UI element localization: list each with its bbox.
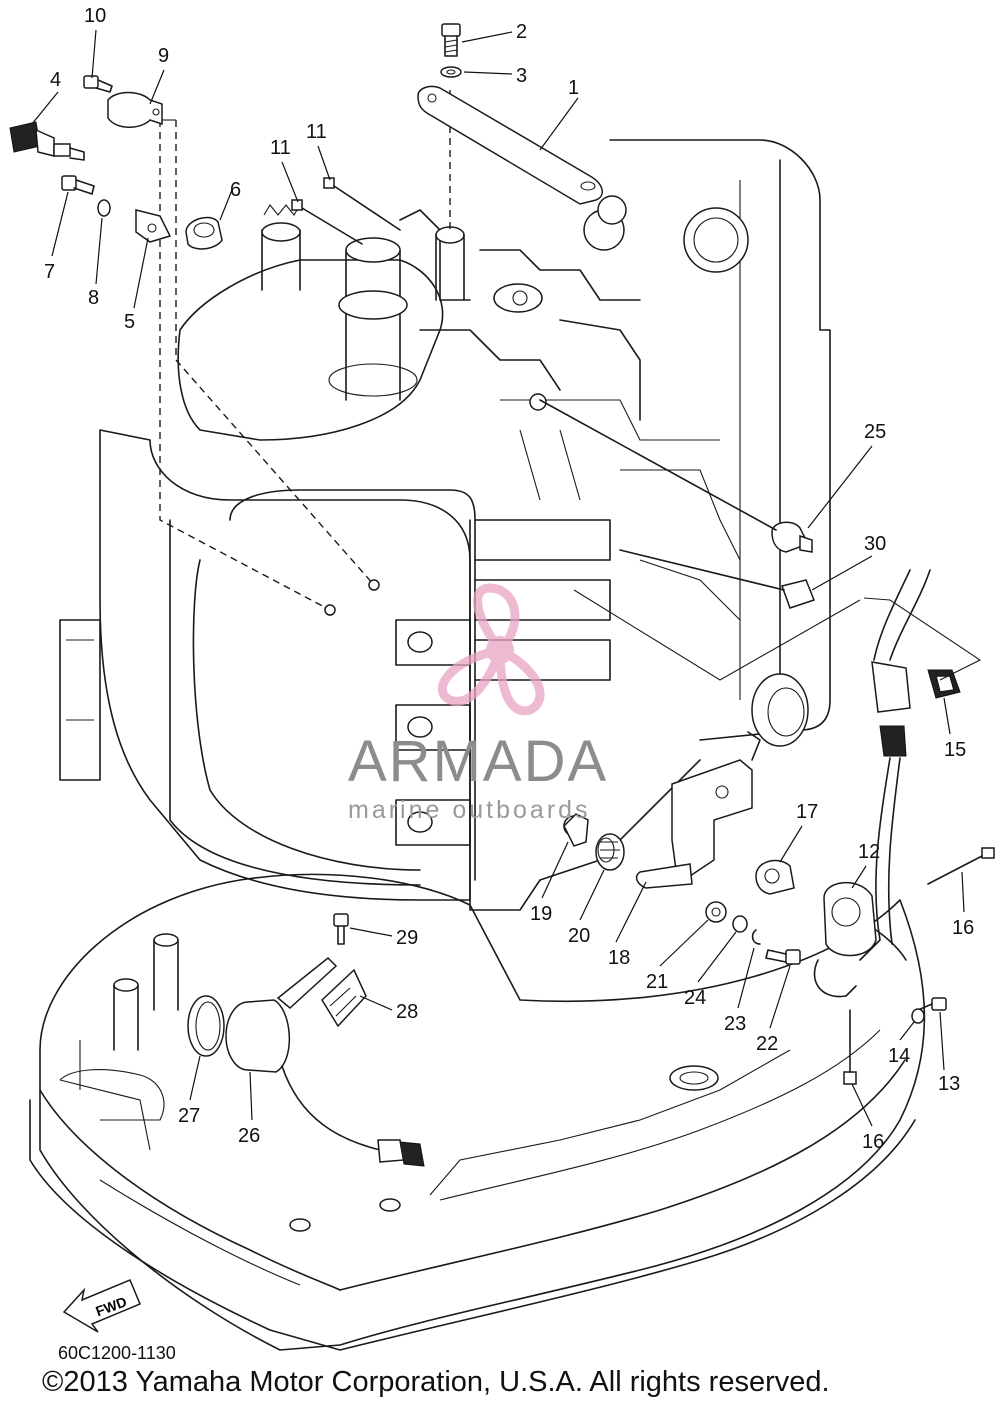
callout-27: 27 xyxy=(178,1105,200,1127)
callout-18: 18 xyxy=(608,947,630,969)
callout-7: 7 xyxy=(44,261,55,283)
part-29-bolt xyxy=(333,913,349,945)
assembly-leaders xyxy=(159,90,451,616)
callout-19: 19 xyxy=(530,903,552,925)
callout-11a: 11 xyxy=(306,121,327,143)
part-4-sensor xyxy=(9,121,85,161)
part-6-grommet xyxy=(185,216,223,250)
watermark-brand: ARMADA xyxy=(348,729,609,794)
callout-12: 12 xyxy=(858,841,880,863)
callout-25: 25 xyxy=(864,421,886,443)
part-3-washer xyxy=(440,66,462,78)
part-17-holder xyxy=(755,859,795,895)
part-13-screw xyxy=(917,997,947,1011)
part-22-screw xyxy=(765,949,801,965)
part-28-bracket xyxy=(276,956,367,1028)
bottom-cowling xyxy=(29,873,926,1351)
callout-29: 29 xyxy=(396,927,418,949)
part-10-screw xyxy=(83,75,113,93)
callout-15: 15 xyxy=(944,739,966,761)
callout-5: 5 xyxy=(124,311,135,333)
part-8-washer xyxy=(97,199,111,217)
callout-6: 6 xyxy=(230,179,241,201)
callout-28: 28 xyxy=(396,1001,418,1023)
part-14-washer xyxy=(911,1008,925,1024)
callout-10: 10 xyxy=(84,5,106,27)
part-1-bracket xyxy=(417,85,603,205)
watermark-logo xyxy=(437,583,545,716)
part-19-collar xyxy=(563,813,589,847)
part-30-clip xyxy=(619,549,815,609)
callout-24: 24 xyxy=(684,987,706,1009)
part-5-plate xyxy=(135,209,172,243)
callout-22: 22 xyxy=(756,1033,778,1055)
callout-20: 20 xyxy=(568,925,590,947)
diagram-code: 60C1200-1130 xyxy=(58,1343,176,1363)
part-24-washer xyxy=(732,915,748,933)
callout-16a: 16 xyxy=(952,917,974,939)
part-25-switch xyxy=(539,399,813,553)
wiring-harness xyxy=(573,569,982,961)
part-23-washer xyxy=(751,929,761,945)
part-9-clamp xyxy=(107,91,163,128)
callout-9: 9 xyxy=(158,45,169,67)
callout-16b: 16 xyxy=(862,1131,884,1153)
part-2-bolt xyxy=(441,23,461,57)
callout-labels: 1 2 3 4 5 6 7 8 9 10 11 11 12 13 14 15 1… xyxy=(44,5,974,1153)
callout-1: 1 xyxy=(568,77,579,99)
part-26-rectifier xyxy=(225,999,425,1167)
callout-23: 23 xyxy=(724,1013,746,1035)
callout-4: 4 xyxy=(50,69,61,91)
part-11-tie xyxy=(291,177,401,245)
part-21-washer xyxy=(705,901,727,923)
callout-14: 14 xyxy=(888,1045,910,1067)
callout-3: 3 xyxy=(516,65,527,87)
part-16-tie xyxy=(843,847,995,1085)
fwd-arrow: FWD xyxy=(62,1279,141,1333)
part-12-sender xyxy=(813,881,907,998)
part-20-grommet xyxy=(595,833,625,871)
callout-11b: 11 xyxy=(270,137,291,159)
part-7-bolt xyxy=(61,175,95,195)
callout-21: 21 xyxy=(646,971,668,993)
callout-leaders xyxy=(31,29,965,1127)
watermark-tagline: marine outboards xyxy=(348,796,591,824)
callout-30: 30 xyxy=(864,533,886,555)
callout-8: 8 xyxy=(88,287,99,309)
callout-13: 13 xyxy=(938,1073,960,1095)
callout-2: 2 xyxy=(516,21,527,43)
callout-26: 26 xyxy=(238,1125,260,1147)
copyright-notice: ©2013 Yamaha Motor Corporation, U.S.A. A… xyxy=(42,1366,830,1398)
part-27-oring xyxy=(187,995,225,1057)
callout-17: 17 xyxy=(796,801,818,823)
part-15-clip xyxy=(927,669,961,699)
engine-block xyxy=(59,139,831,911)
part-18-bracket xyxy=(635,731,761,889)
